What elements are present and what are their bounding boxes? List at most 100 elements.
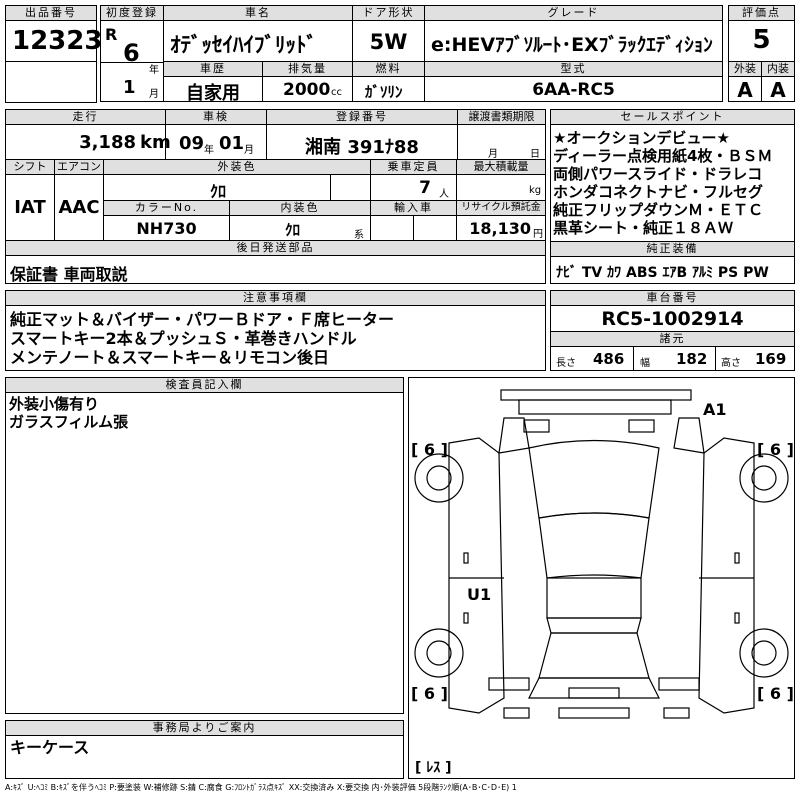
office-cell: キーケース (5, 735, 404, 779)
mileage-cell: 3,188 km (5, 124, 171, 160)
model-code: 6AA-RC5 (532, 80, 615, 100)
grade: e:HEVｱﾌﾞｿﾙｰﾄ･EXﾌﾞﾗｯｸｴﾃﾞｨｼｮﾝ (431, 34, 713, 56)
reg-no-header: 登録番号 (266, 109, 458, 125)
recycle-header: リサイクル預託金 (456, 200, 546, 216)
note-line: 純正マット＆バイザー・パワーＢドア・Ｆ席ヒーター (10, 310, 395, 329)
fuel-header: 燃料 (352, 61, 425, 77)
score-header: 評価点 (728, 5, 795, 21)
chassis-header: 車台番号 (550, 290, 795, 306)
color-no-header: カラーNo. (103, 200, 230, 216)
tire-front-right: [ 6 ] (757, 440, 794, 459)
specs-cell: 長さ 486 幅 182 高さ 169 (550, 346, 795, 371)
car-outline-diagram (414, 389, 789, 719)
ext-grade-cell: A (728, 76, 762, 102)
note-line: スマートキー2本＆プッシュＳ・革巻きハンドル (10, 329, 357, 348)
era: R (105, 25, 118, 44)
sales-point-line: ★オークションデビュー★ (553, 129, 730, 147)
sales-points-header: セールスポイント (550, 109, 795, 125)
displacement-header: 排気量 (262, 61, 353, 77)
spare-tire: [ ﾚｽ ] (415, 760, 452, 776)
sales-point-line: 純正フリップダウンＭ・ＥＴＣ (553, 201, 764, 219)
damage-mark-u1: U1 (467, 585, 492, 604)
note-line: メンテノート＆スマートキー＆リモコン後日 (10, 348, 330, 367)
car-name-header: 車名 (163, 5, 353, 21)
inspector-header: 検査員記入欄 (5, 377, 404, 393)
equipment-cell: ﾅﾋﾞ TV ｶﾜ ABS ｴｱB ｱﾙﾐ PS PW (550, 256, 795, 284)
equipment-header: 純正装備 (550, 241, 795, 257)
reg-year: 6 (123, 39, 140, 67)
chassis-cell: RC5-1002914 (550, 305, 795, 332)
inspection-header: 車検 (165, 109, 267, 125)
inspector-note: ガラスフィルム張 (9, 413, 129, 431)
sales-point-line: 黒革シート・純正１８ＡＷ (553, 219, 734, 237)
cc-unit: cc (331, 87, 342, 98)
displacement-cell: 2000 cc (262, 76, 353, 102)
history-cell: 自家用 (163, 76, 263, 104)
office-note: キーケース (10, 738, 90, 757)
car-name: ｵﾃﾞｯｾｲﾊｲﾌﾞﾘｯﾄﾞ (170, 33, 317, 57)
fuel: ｶﾞｿﾘﾝ (365, 83, 403, 101)
notes-cell: 純正マット＆バイザー・パワーＢドア・Ｆ席ヒーター スマートキー2本＆プッシュＳ・… (5, 305, 546, 371)
import-header: 輸入車 (370, 200, 457, 216)
tire-front-left: [ 6 ] (411, 440, 448, 459)
capacity-unit: 人 (439, 189, 449, 200)
capacity: 7 (419, 178, 431, 198)
km-unit: km (140, 132, 171, 153)
score-cell: 5 (728, 20, 795, 62)
transfer-cell: 月 日 (457, 124, 546, 160)
transfer-month: 月 (488, 149, 498, 160)
capacity-header: 乗車定員 (370, 159, 457, 175)
aircon-cell: AAC (54, 174, 104, 241)
kei-unit: 系 (354, 230, 364, 241)
displacement: 2000 (283, 80, 331, 100)
ext-color: ｸﾛ (209, 182, 226, 201)
reg-month: 1 (123, 77, 136, 98)
equipment: ﾅﾋﾞ TV ｶﾜ ABS ｴｱB ｱﾙﾐ PS PW (556, 265, 769, 281)
import-cell (370, 215, 457, 241)
inspector-cell: 外装小傷有り ガラスフィルム張 (5, 392, 404, 714)
int-color-cell: ｸﾛ 系 (229, 215, 371, 241)
first-reg-cell: R 6 年 1 月 (100, 20, 164, 102)
insp-year: 09 (179, 133, 205, 154)
max-load-header: 最大積載量 (456, 159, 546, 175)
later-parts-cell: 保証書 車両取説 (5, 255, 546, 284)
mileage-header: 走行 (5, 109, 166, 125)
notes-header: 注意事項欄 (5, 290, 546, 306)
later-parts: 保証書 車両取説 (10, 265, 128, 284)
lot-number: 12323 (12, 26, 103, 56)
tire-rear-right: [ 6 ] (757, 684, 794, 703)
insp-month-unit: 月 (244, 145, 254, 156)
length: 486 (593, 350, 625, 368)
int-grade-cell: A (761, 76, 795, 102)
recycle-fee: 18,130 (469, 219, 531, 238)
grade-header: グレード (424, 5, 723, 21)
capacity-cell: 7 人 (370, 174, 457, 201)
aircon-header: エアコン (54, 159, 104, 175)
chassis-number: RC5-1002914 (601, 308, 744, 330)
height: 169 (755, 350, 787, 368)
transfer-header: 譲渡書類期限 (457, 109, 546, 125)
aircon: AAC (58, 197, 100, 218)
int-grade: A (770, 78, 786, 102)
lot-no-blank (5, 61, 97, 103)
first-reg-header: 初度登録 (100, 5, 164, 21)
int-color-header: 内装色 (229, 200, 371, 216)
model-code-cell: 6AA-RC5 (424, 76, 723, 102)
yen-unit: 円 (533, 229, 543, 240)
shift-header: シフト (5, 159, 55, 175)
month-unit: 月 (149, 89, 159, 100)
ext-color-header: 外装色 (103, 159, 371, 175)
reg-no-cell: 湘南 391ﾅ88 (266, 124, 458, 160)
model-code-header: 型式 (424, 61, 723, 77)
later-parts-header: 後日発送部品 (5, 240, 546, 256)
tire-rear-left: [ 6 ] (411, 684, 448, 703)
grade-cell: e:HEVｱﾌﾞｿﾙｰﾄ･EXﾌﾞﾗｯｸｴﾃﾞｨｼｮﾝ (424, 20, 723, 62)
damage-diagram: A1 U1 [ 6 ] [ 6 ] [ 6 ] [ 6 ] [ ﾚｽ ] (408, 377, 795, 779)
kg-unit: kg (529, 185, 542, 196)
reg-no: 湘南 391ﾅ88 (305, 137, 419, 158)
recycle-cell: 18,130 円 (456, 215, 546, 241)
specs-header: 諸元 (550, 331, 795, 347)
shift-cell: IAT (5, 174, 55, 241)
door-type: 5W (369, 30, 408, 54)
score: 5 (752, 25, 771, 55)
